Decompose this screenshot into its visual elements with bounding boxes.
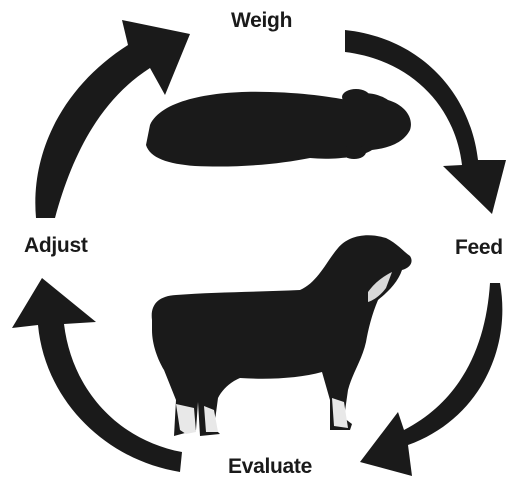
arrow-feed-to-evaluate — [360, 283, 502, 476]
stage-label-weigh: Weigh — [231, 9, 292, 33]
puppy-side-view-image — [152, 235, 412, 436]
stage-label-evaluate: Evaluate — [228, 455, 312, 479]
stage-label-adjust: Adjust — [24, 234, 88, 258]
puppy-top-view-image — [146, 89, 411, 167]
stage-label-feed: Feed — [455, 236, 503, 260]
